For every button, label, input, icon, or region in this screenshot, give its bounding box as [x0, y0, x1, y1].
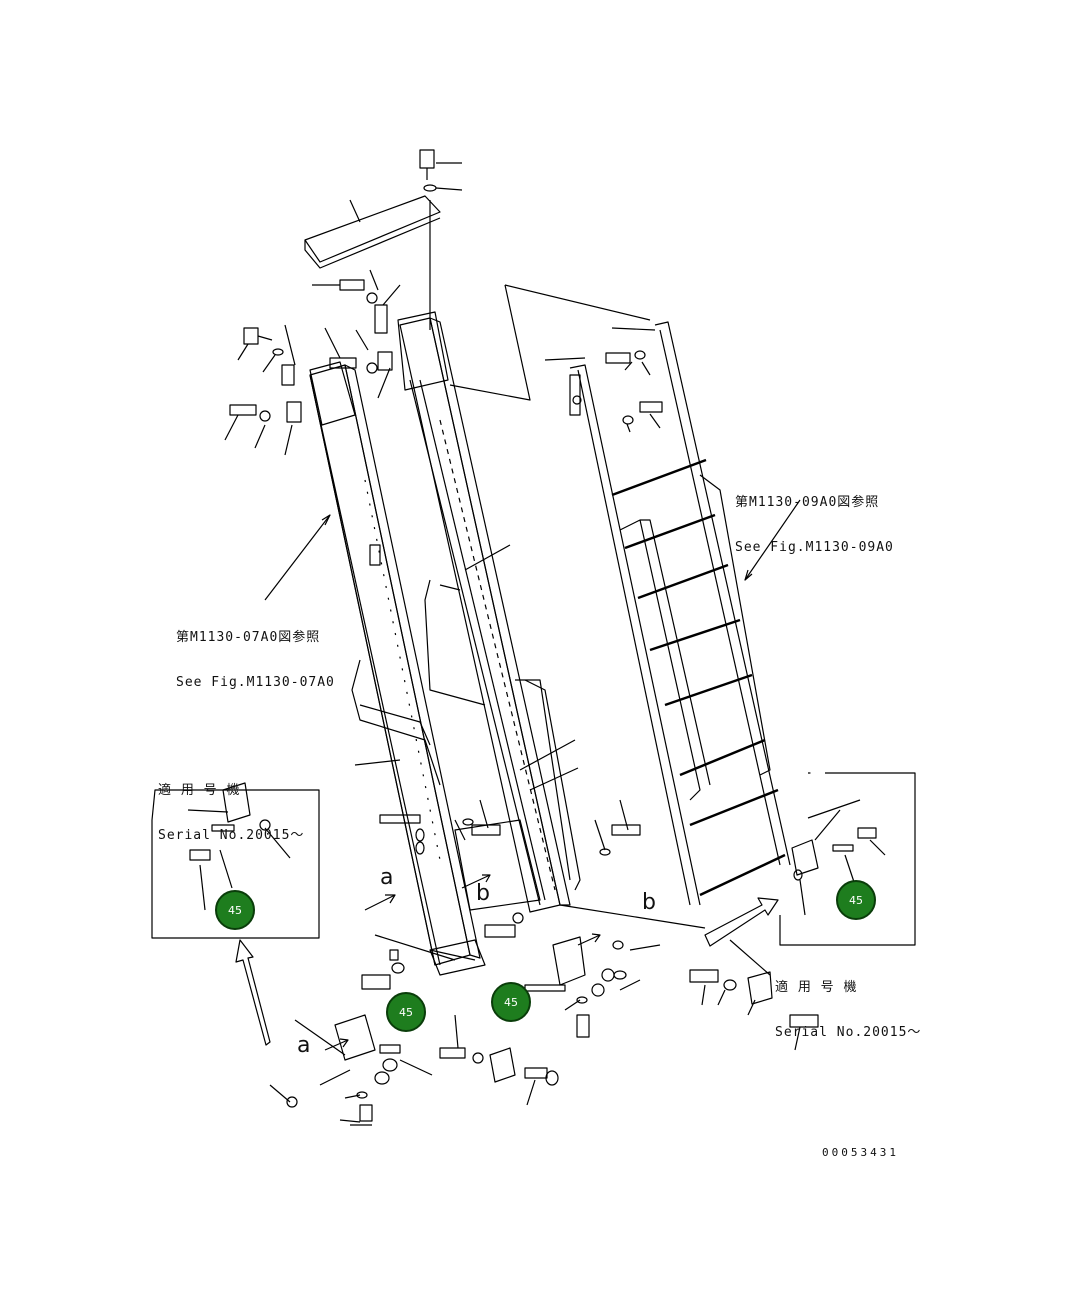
serial-right-line2: Serial No.20015～	[775, 1025, 922, 1040]
right-ladder	[569, 321, 791, 906]
fastener-group-bottom-right	[689, 939, 819, 1051]
callout-45-bottom-left[interactable]: 45	[386, 992, 426, 1032]
top-cover-plate	[304, 149, 463, 330]
fastener-group-bottom-center	[439, 904, 706, 1106]
drawing-number: 00053431	[822, 1146, 899, 1159]
serial-right-line1: 適 用 号 機	[775, 980, 858, 995]
callout-45-detail-right[interactable]: 45	[836, 880, 876, 920]
ref-fig09-line1: 第M1130-09A0図参照	[735, 495, 880, 510]
serial-label-right: 適 用 号 機 Serial No.20015～	[775, 950, 921, 1055]
callout-45-bottom-center[interactable]: 45	[491, 982, 531, 1022]
view-marker-b-right: b	[642, 890, 656, 915]
view-arrows	[235, 874, 779, 1051]
left-rail	[309, 361, 486, 976]
ref-label-fig07: 第M1130-07A0図参照 See Fig.M1130-07A0	[176, 600, 335, 705]
fastener-group-top	[224, 269, 663, 456]
ref-fig07-line1: 第M1130-07A0図参照	[176, 630, 321, 645]
detail-box-left	[151, 782, 320, 939]
callout-45-detail-left[interactable]: 45	[215, 890, 255, 930]
detail-box-right	[779, 772, 916, 946]
fastener-group-mid	[354, 544, 641, 856]
view-marker-b-left: b	[476, 881, 490, 906]
ref-fig07-line2: See Fig.M1130-07A0	[176, 675, 335, 690]
view-marker-a-lower: a	[297, 1033, 311, 1058]
serial-left-line1: 適 用 号 機	[158, 783, 241, 798]
serial-left-line2: Serial No.20015～	[158, 828, 305, 843]
ref-fig09-line2: See Fig.M1130-09A0	[735, 540, 894, 555]
view-marker-a-upper: a	[380, 865, 394, 890]
reference-leaders	[264, 284, 801, 601]
ref-label-fig09: 第M1130-09A0図参照 See Fig.M1130-09A0	[735, 465, 894, 570]
fastener-group-bottom-left	[269, 934, 476, 1126]
center-rail	[397, 311, 581, 913]
serial-label-left: 適 用 号 機 Serial No.20015～	[158, 753, 304, 858]
